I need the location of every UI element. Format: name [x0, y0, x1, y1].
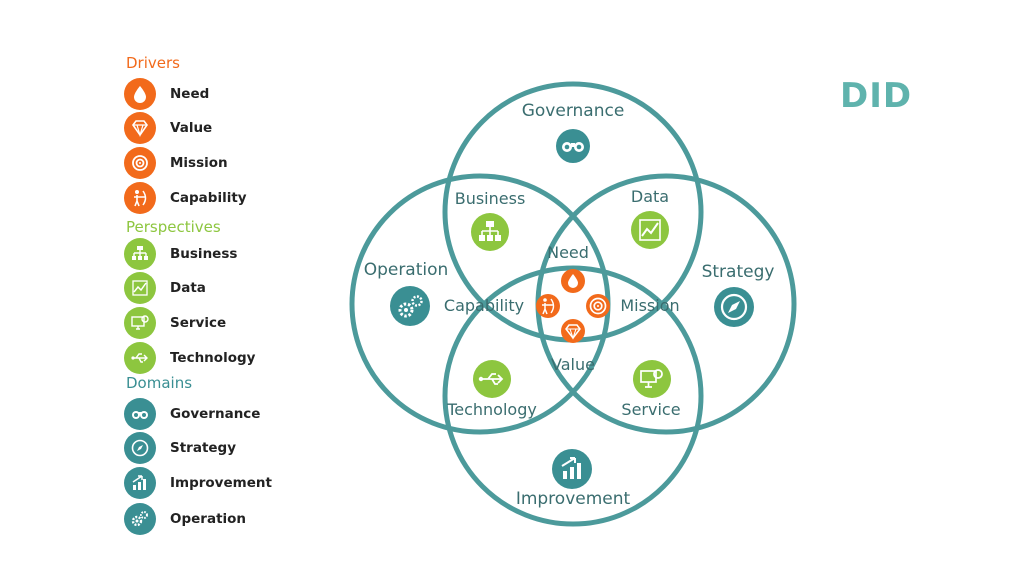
- legend-item-strategy: Strategy: [124, 432, 236, 464]
- drop-icon: [124, 78, 156, 110]
- legend-label-technology: Technology: [170, 350, 256, 366]
- org-chart-icon: [471, 213, 509, 251]
- legend-domains-title: Domains: [126, 374, 193, 392]
- perspective-label-data: Data: [631, 187, 669, 206]
- domain-label-improvement: Improvement: [516, 489, 631, 509]
- gears-icon: [390, 286, 430, 326]
- legend-item-capability: Capability: [124, 182, 247, 214]
- driver-label-value: Value: [551, 355, 595, 374]
- monitor-gear-icon: [633, 360, 671, 398]
- archer-icon: [124, 182, 156, 214]
- perspective-label-business: Business: [455, 189, 526, 208]
- binoculars-icon: [124, 398, 156, 430]
- diamond-icon: [124, 112, 156, 144]
- legend-label-mission: Mission: [170, 155, 228, 171]
- legend-label-data: Data: [170, 280, 206, 296]
- legend-label-value: Value: [170, 120, 213, 136]
- legend-item-business: Business: [124, 238, 237, 270]
- domain-label-strategy: Strategy: [702, 262, 775, 282]
- bar-growth-icon: [124, 467, 156, 499]
- improvement-circle: [442, 265, 704, 527]
- org-chart-icon: [124, 238, 156, 270]
- legend-item-service: Service: [124, 307, 226, 339]
- driver-label-capability: Capability: [444, 296, 524, 315]
- domain-label-operation: Operation: [364, 260, 449, 280]
- legend-label-need: Need: [170, 86, 210, 102]
- brand-logo-text: DID: [840, 76, 913, 116]
- legend-perspectives-title: Perspectives: [126, 218, 221, 236]
- line-chart-icon: [631, 211, 669, 249]
- compass-icon: [124, 432, 156, 464]
- legend-item-need: Need: [124, 78, 209, 110]
- legend-label-operation: Operation: [170, 511, 247, 527]
- perspective-label-technology: Technology: [446, 400, 537, 419]
- legend-drivers-title: Drivers: [126, 54, 180, 72]
- compass-icon: [714, 287, 754, 327]
- bar-growth-icon: [552, 449, 592, 489]
- usb-icon: [124, 342, 156, 374]
- drop-icon: [561, 269, 585, 293]
- archer-icon: [536, 294, 560, 318]
- diamond-icon: [561, 319, 585, 343]
- target-icon: [586, 294, 610, 318]
- monitor-gear-icon: [124, 307, 156, 339]
- legend-label-strategy: Strategy: [170, 440, 237, 456]
- legend-label-improvement: Improvement: [170, 475, 272, 491]
- venn-diagram: Governance Operation Strategy Improvemen…: [349, 81, 797, 527]
- domain-label-governance: Governance: [522, 101, 625, 121]
- legend-item-technology: Technology: [124, 342, 255, 374]
- legend-label-governance: Governance: [170, 406, 261, 422]
- legend-item-value: Value: [124, 112, 212, 144]
- line-chart-icon: [124, 272, 156, 304]
- driver-label-mission: Mission: [620, 296, 679, 315]
- usb-icon: [473, 360, 511, 398]
- legend-item-improvement: Improvement: [124, 467, 272, 499]
- driver-label-need: Need: [547, 243, 589, 262]
- legend-item-data: Data: [124, 272, 206, 304]
- target-icon: [124, 147, 156, 179]
- legend-label-business: Business: [170, 246, 238, 262]
- legend-item-mission: Mission: [124, 147, 228, 179]
- gears-icon: [124, 503, 156, 535]
- legend-label-capability: Capability: [170, 190, 247, 206]
- legend-label-service: Service: [170, 315, 227, 331]
- legend-item-operation: Operation: [124, 503, 246, 535]
- binoculars-icon: [556, 129, 590, 163]
- perspective-label-service: Service: [621, 400, 680, 419]
- legend-item-governance: Governance: [124, 398, 260, 430]
